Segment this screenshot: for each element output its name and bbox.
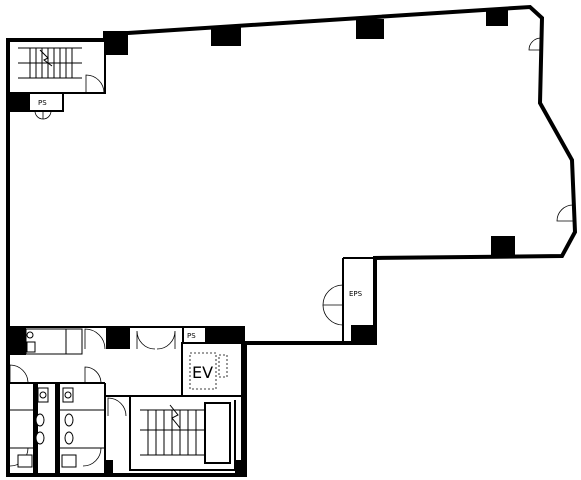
restroom-left	[8, 383, 105, 475]
ps-label-bottom: PS	[187, 332, 196, 340]
door-core-2b	[156, 330, 176, 350]
eps-label: EPS	[349, 290, 363, 298]
column	[351, 325, 375, 343]
ev-label: EV	[192, 363, 213, 382]
kitchenette	[25, 328, 83, 355]
door-core-1	[84, 328, 106, 350]
elevator: EV	[181, 342, 243, 397]
ps-room-top: PS	[7, 92, 64, 120]
door-wc-1	[9, 364, 29, 384]
door-right-top	[528, 37, 542, 51]
column	[206, 327, 245, 343]
column	[8, 327, 26, 355]
office-outer-wall	[6, 4, 578, 477]
eps-room: EPS	[322, 284, 363, 326]
stair-top-left	[7, 39, 106, 94]
door-core-2a	[136, 330, 156, 350]
column	[106, 327, 130, 349]
door-right-mid	[556, 204, 574, 222]
stair-bottom	[104, 395, 245, 476]
column	[105, 33, 128, 55]
column	[356, 19, 384, 39]
column	[211, 27, 241, 46]
ps-room-bottom: PS	[182, 326, 207, 344]
column	[486, 10, 508, 26]
column	[491, 236, 515, 258]
door-wc-2	[84, 366, 102, 384]
ps-label-top: PS	[38, 99, 47, 107]
